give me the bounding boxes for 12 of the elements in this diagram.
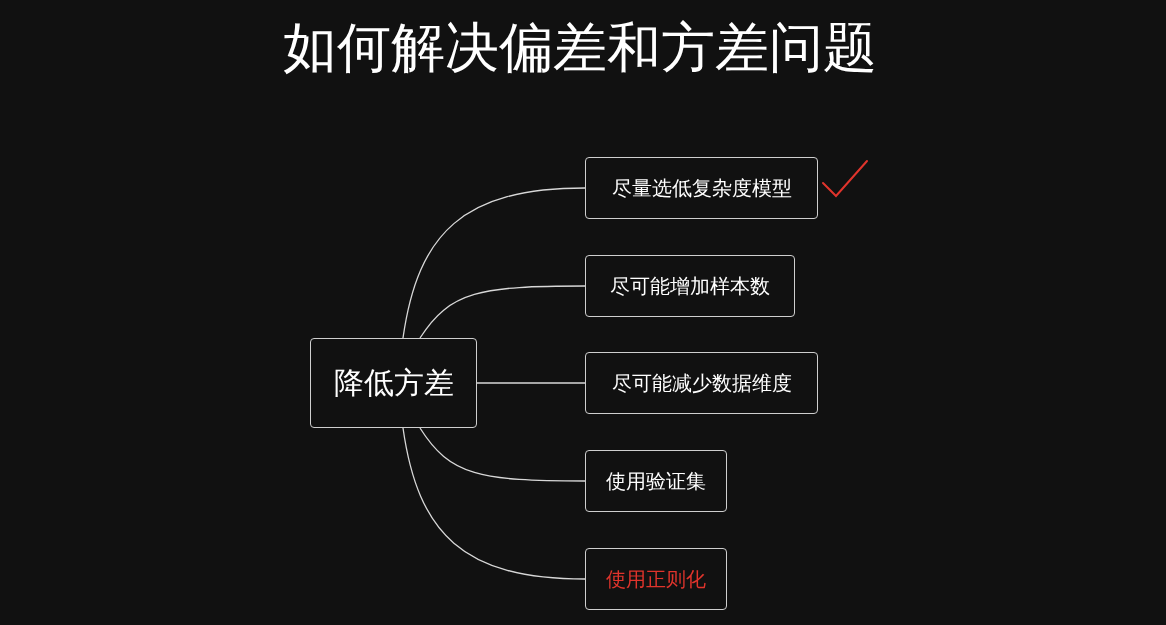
title: 如何解决偏差和方差问题 <box>282 15 878 81</box>
topic-box: 降低方差 <box>310 338 477 428</box>
branch-box: 使用正则化 <box>585 548 727 610</box>
connector-line <box>402 427 586 580</box>
branch-box: 尽可能减少数据维度 <box>585 352 818 414</box>
branch-box: 使用验证集 <box>585 450 727 512</box>
branch-box: 尽量选低复杂度模型 <box>585 157 818 219</box>
branch-box: 尽可能增加样本数 <box>585 255 795 317</box>
connector-line <box>419 285 586 339</box>
connector-line <box>419 427 586 482</box>
connector-line <box>476 382 586 384</box>
connector-line <box>402 187 586 339</box>
